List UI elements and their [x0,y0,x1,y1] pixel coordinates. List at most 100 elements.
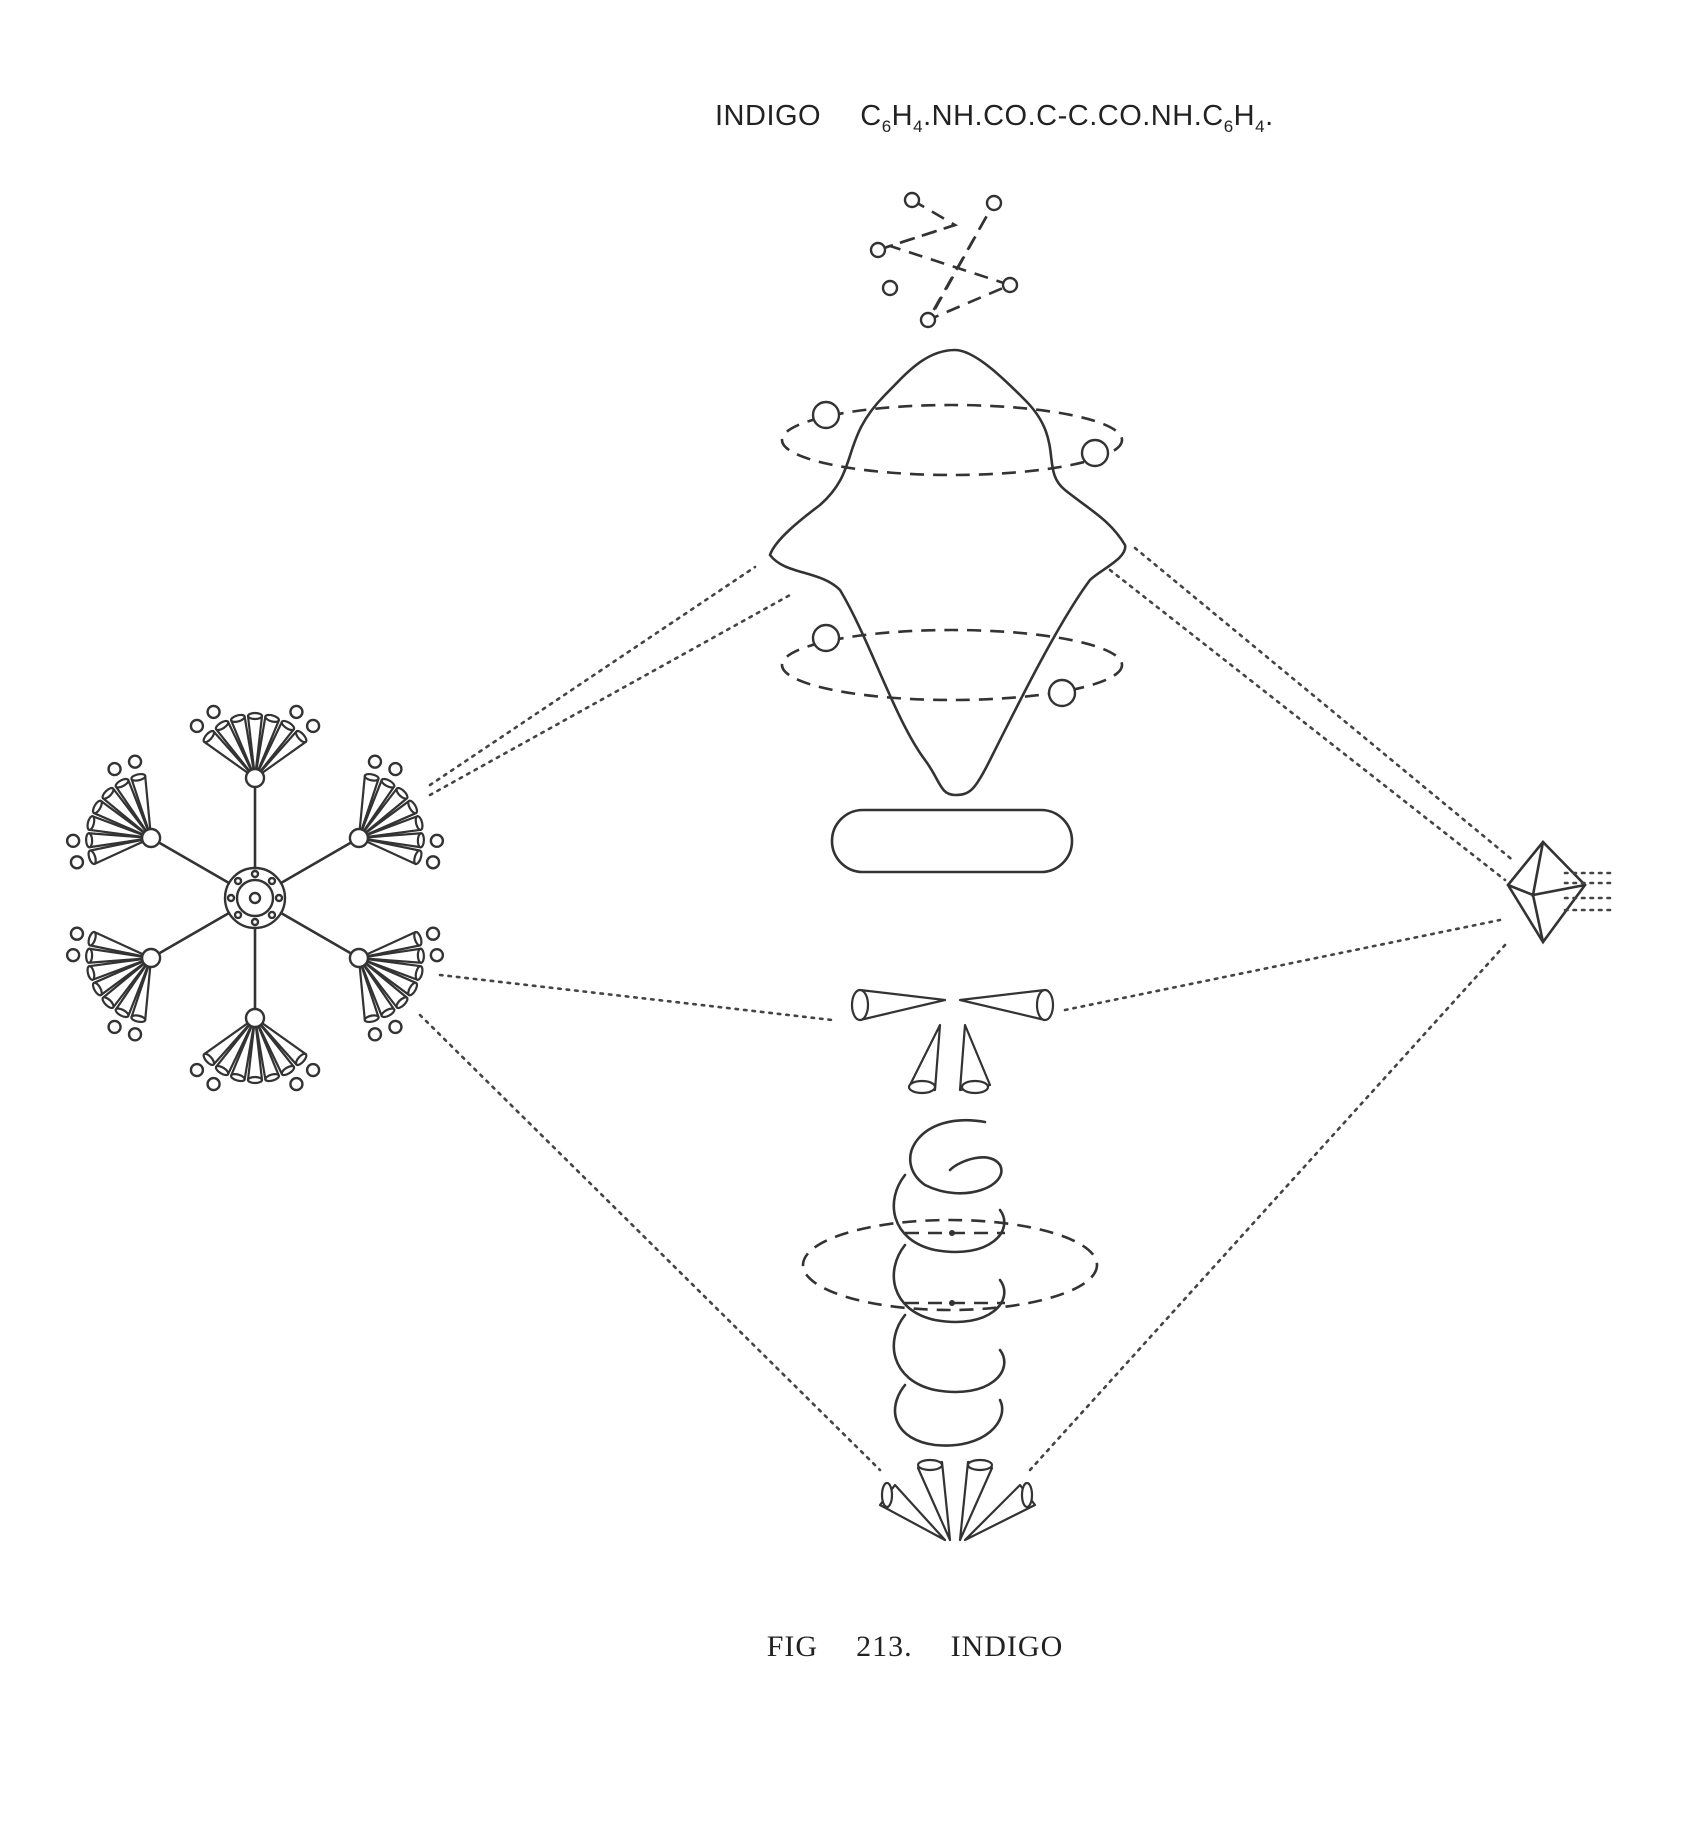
fan-bead [69,926,85,941]
fan-cone-rim [130,772,147,782]
fan-bead [127,1027,143,1042]
upper-orbit [780,400,1124,477]
fan-bead [206,1076,221,1092]
fan-cone-rim [229,713,246,723]
snowflake-arm [279,911,361,960]
fan-cone-rim [214,1064,230,1077]
hub-facet [226,893,236,903]
fan-bead [429,833,445,849]
lower-orbit [780,623,1124,708]
fan-cone-rim [87,930,97,947]
fan-bead [388,1019,403,1035]
arm-node [348,947,370,969]
formula-text: C6H4.NH.CO.C-C.CO.NH.C6H4. [860,100,1274,136]
hub-facet [274,893,284,903]
fan-cone-rim [395,786,409,800]
fan-cone-rim [264,1073,281,1083]
star-node [919,311,937,329]
orbit-ball [1080,438,1110,468]
fan-cone-rim [416,832,425,849]
formula-name: INDIGO [715,100,822,132]
fan-bead [69,855,85,870]
fan-bead [189,1062,205,1078]
spiral-coil [801,1118,1099,1447]
fan-cone-rim [85,947,94,964]
fan-cone-rim [414,965,424,981]
central-wavy-body [768,348,1127,797]
fan-bead [289,704,304,720]
arm-node [244,767,266,789]
hub-facet [250,917,260,927]
fan-cone-rim [130,1014,147,1024]
fan-cone-rim [246,711,264,721]
fan-cone-rim [363,1014,380,1024]
formula-segment: H [1233,100,1256,132]
fan-cone-rim [395,996,409,1010]
caption-fig: FIG [766,1630,819,1663]
fan-bead [305,1062,321,1078]
fan-bead [127,754,143,769]
hub-facet [250,869,260,879]
formula-subscript: 6 [881,116,892,136]
middle-cone-group [850,988,1055,1095]
chemical-formula: INDIGO C6H4.NH.CO.C-C.CO.NH.C6H4. [715,100,1415,137]
formula-subscript: 4 [1255,116,1266,136]
fan-bead [107,1019,122,1035]
fan-bead [65,947,81,963]
fan-cone-rim [416,947,425,964]
arm-node [140,947,162,969]
fan-bead [289,1076,304,1092]
snowflake-arm [279,836,361,885]
fan-cone-rim [363,772,380,782]
star-node [1001,276,1019,294]
fan-cone-rim [214,719,230,732]
fan-cone-rim [380,777,396,789]
fan-bead [429,947,445,963]
hub-facet [233,876,243,886]
star-node [869,241,887,259]
snowflake-arm [149,836,231,885]
fan-cone-rim [413,849,423,866]
fan-cone-rim [294,729,308,744]
arm-node [140,827,162,849]
fan-cone-rim [101,996,115,1010]
formula-subscript: 4 [913,116,924,136]
fan-cone-rim [114,777,130,789]
hub-core [248,891,262,905]
fan-bead [425,855,441,870]
right-diamond-crystal [1506,840,1617,945]
fan-bead [107,761,122,777]
fan-cone-rim [202,1052,216,1067]
fan-bead [367,1027,383,1042]
fan-cone-rim [246,1075,264,1085]
oval-disc [830,808,1074,874]
fan-cone-rim [407,799,419,815]
fan-cone-rim [294,1052,308,1067]
star-node [985,194,1003,212]
hub-facet [267,910,277,920]
fan-cone-rim [85,832,94,849]
formula-segment: C [860,100,882,132]
fan-cone-rim [380,1007,396,1019]
arm-node [348,827,370,849]
arm-node [244,1007,266,1029]
fan-bead [367,754,383,769]
formula-segment: .NH.CO.C-C.CO.NH.C [923,100,1224,132]
snowflake-molecule [65,704,445,1092]
hub-facet [267,876,277,886]
orbit-ball [1047,678,1077,708]
fan-cone-rim [91,981,103,997]
formula-segment: H [891,100,914,132]
formula-segment: . [1265,100,1274,132]
fan-cone-rim [280,719,296,732]
fan-bead [425,926,441,941]
caption-number: 213. [856,1630,913,1663]
fan-cone-rim [229,1073,246,1083]
fan-cone-rim [86,965,96,981]
fan-cone-rim [407,981,419,997]
orbit-ball [811,400,841,430]
top-dashed-star [869,191,1019,329]
hub-facet [233,910,243,920]
